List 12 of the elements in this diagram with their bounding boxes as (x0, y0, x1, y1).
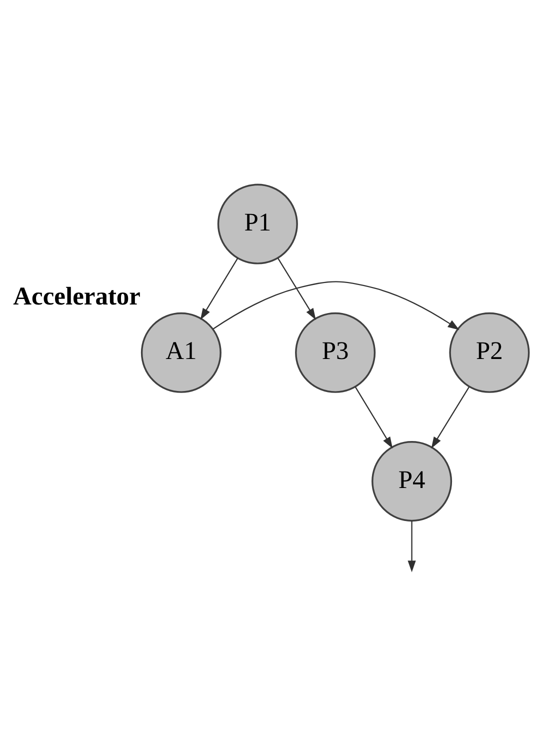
arrow (277, 257, 316, 320)
node-circle: A1 (140, 312, 222, 392)
node-circle: P4 (372, 440, 452, 522)
node-circle: P3 (295, 312, 376, 392)
node-label: Accelerator (13, 281, 140, 310)
arrow (354, 386, 393, 448)
node-circle: P1 (217, 183, 298, 264)
arrow (212, 280, 460, 330)
arrow (200, 257, 238, 320)
node-circle: P2 (449, 312, 530, 392)
arrow (431, 386, 470, 448)
arrow (408, 520, 416, 572)
